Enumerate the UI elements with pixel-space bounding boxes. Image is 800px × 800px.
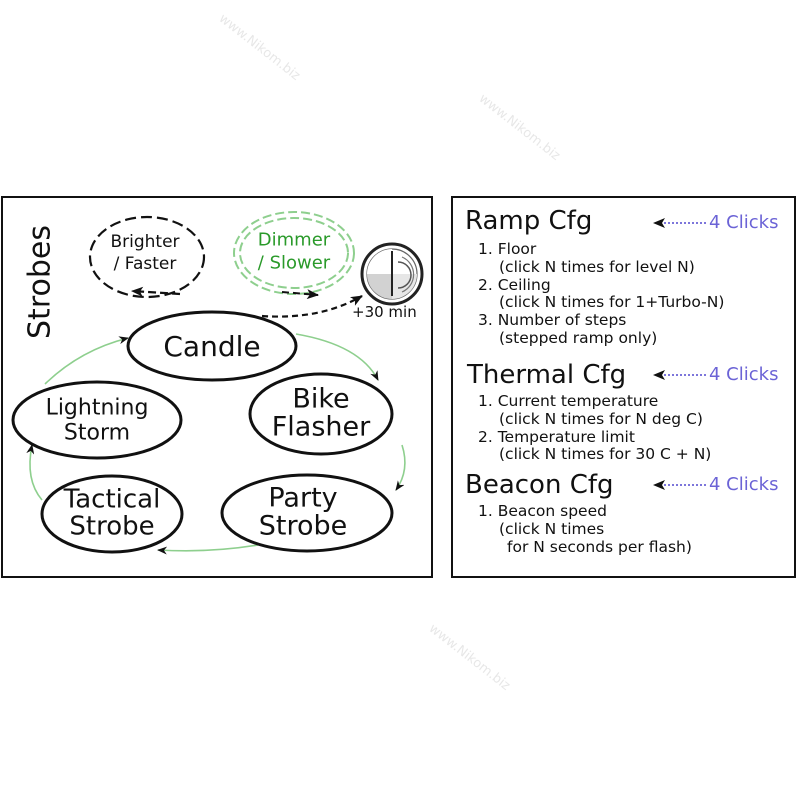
ramp-cfg-title: Ramp Cfg — [465, 206, 593, 236]
strobes-title: Strobes — [22, 225, 58, 339]
ramp-item-2-note: (click N times for 1+Turbo-N) — [499, 293, 725, 312]
watermark: www.Nikom.biz — [425, 621, 513, 694]
thermal-clicks-label: 4 Clicks — [709, 364, 779, 385]
beacon-item-1-note-1: (click N times — [499, 519, 605, 538]
mode-party-strobe-line-2: Strobe — [258, 511, 348, 542]
dimmer-label-line-1: Dimmer — [257, 229, 331, 251]
dimmer-label: Dimmer / Slower — [258, 230, 330, 275]
ramp-cfg-items: 1. Floor (click N times for level N) 2. … — [478, 240, 725, 348]
ramp-item-2: 2. Ceiling — [478, 275, 551, 294]
thermal-item-2: 2. Temperature limit — [478, 427, 635, 446]
mode-tactical-strobe-line-1: Tactical — [63, 484, 161, 515]
mode-tactical-strobe[interactable]: Tactical Strobe — [63, 484, 161, 542]
thermal-cfg-title: Thermal Cfg — [467, 360, 627, 390]
mode-bike-flasher-line-2: Flasher — [271, 412, 371, 443]
ramp-item-3: 3. Number of steps — [478, 311, 627, 330]
beacon-cfg-items: 1. Beacon speed (click N times for N sec… — [478, 502, 692, 556]
watermark: www.Nikom.biz — [475, 91, 563, 164]
watermark: www.Nikom.biz — [215, 11, 303, 84]
brighter-label: Brighter / Faster — [110, 231, 179, 275]
timer-label: +30 min — [352, 303, 417, 321]
mode-lightning-storm-line-1: Lightning — [45, 395, 149, 421]
thermal-item-1: 1. Current temperature — [478, 392, 659, 410]
thermal-item-1-note: (click N times for N deg C) — [499, 409, 703, 428]
dimmer-label-line-2: / Slower — [257, 252, 331, 273]
mode-bike-flasher-line-1: Bike — [292, 383, 350, 415]
thermal-cfg-items: 1. Current temperature (click N times fo… — [478, 392, 712, 464]
config-panel — [451, 196, 796, 578]
beacon-clicks-label: 4 Clicks — [709, 474, 779, 495]
beacon-cfg-title: Beacon Cfg — [465, 470, 614, 500]
ramp-item-3-note: (stepped ramp only) — [499, 329, 658, 348]
mode-party-strobe[interactable]: Party Strobe — [258, 482, 348, 542]
ramp-item-1: 1. Floor — [478, 240, 537, 258]
beacon-item-1-note-2: for N seconds per flash) — [507, 537, 692, 556]
brighter-label-line-1: Brighter — [110, 231, 180, 252]
ramp-item-1-note: (click N times for level N) — [499, 257, 695, 276]
mode-candle-label: Candle — [163, 330, 261, 363]
thermal-item-2-note: (click N times for 30 C + N) — [499, 445, 712, 464]
brighter-label-line-2: / Faster — [113, 254, 177, 274]
ramp-clicks-label: 4 Clicks — [709, 212, 779, 233]
mode-lightning-storm[interactable]: Lightning Storm — [46, 396, 149, 447]
mode-bike-flasher[interactable]: Bike Flasher — [271, 383, 371, 443]
mode-lightning-storm-line-2: Storm — [63, 421, 131, 446]
beacon-item-1: 1. Beacon speed — [478, 502, 607, 520]
mode-party-strobe-line-1: Party — [268, 482, 338, 514]
mode-candle[interactable]: Candle — [163, 333, 260, 361]
mode-tactical-strobe-line-2: Strobe — [69, 512, 155, 542]
